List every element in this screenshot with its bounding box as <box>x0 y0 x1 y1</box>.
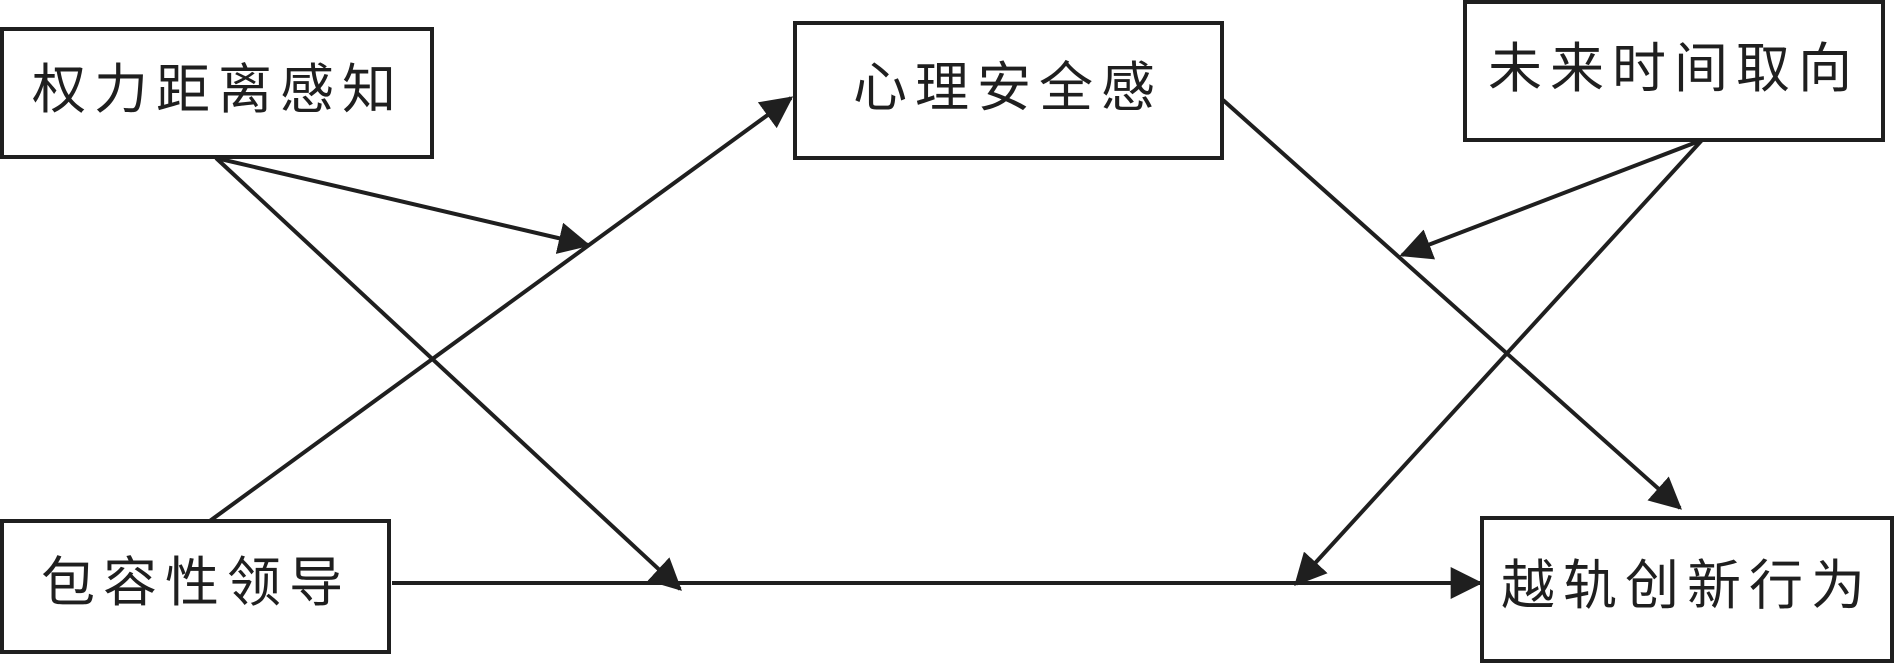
edge-future-to-safety-path <box>1399 138 1703 260</box>
node-power-distance-label: 权力距离感知 <box>32 58 404 121</box>
node-power-distance: 权力距离感知 <box>0 27 434 159</box>
node-deviant-innovation-label: 越轨创新行为 <box>1501 554 1873 617</box>
node-future-orientation-label: 未来时间取向 <box>1488 37 1860 100</box>
node-inclusive-leadership-label: 包容性领导 <box>41 551 351 614</box>
edge-future-to-main-path <box>1294 138 1704 586</box>
node-deviant-innovation: 越轨创新行为 <box>1480 516 1894 663</box>
node-psych-safety: 心理安全感 <box>793 21 1224 160</box>
edge-inclusive-to-safety <box>205 96 794 525</box>
node-inclusive-leadership: 包容性领导 <box>0 519 391 654</box>
edge-safety-to-innovation <box>1221 98 1682 510</box>
edge-powerdistance-to-main-path <box>214 156 682 591</box>
node-psych-safety-label: 心理安全感 <box>853 56 1163 119</box>
node-future-orientation: 未来时间取向 <box>1463 0 1885 142</box>
edge-powerdistance-to-safety-path <box>215 156 591 254</box>
